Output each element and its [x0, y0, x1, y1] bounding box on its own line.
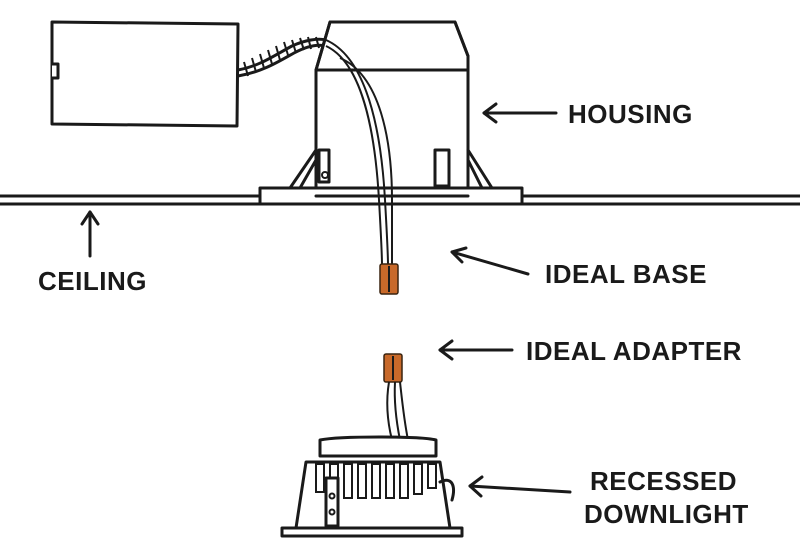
ceiling-plane	[0, 194, 800, 206]
supply-wires	[325, 39, 394, 266]
ceiling-arrow	[80, 210, 100, 258]
ceiling-label: CEILING	[38, 266, 147, 296]
ideal-base-arrow	[450, 246, 530, 276]
junction-box	[50, 20, 240, 128]
ideal-base-label: IDEAL BASE	[545, 259, 707, 289]
recessed-downlight	[280, 435, 464, 538]
downlight-label: DOWNLIGHT	[584, 499, 749, 529]
housing-body	[258, 20, 524, 206]
ideal-base-connector	[379, 263, 399, 295]
downlight-wires	[386, 381, 409, 441]
ideal-adapter-arrow	[438, 339, 514, 361]
recessed-downlight-arrow	[468, 475, 572, 498]
recessed-label: RECESSED	[590, 466, 737, 496]
housing-arrow	[482, 102, 558, 124]
ideal-adapter-connector	[383, 353, 403, 383]
housing-label: HOUSING	[568, 99, 693, 129]
flex-conduit	[236, 36, 328, 78]
ideal-adapter-label: IDEAL ADAPTER	[526, 336, 742, 366]
